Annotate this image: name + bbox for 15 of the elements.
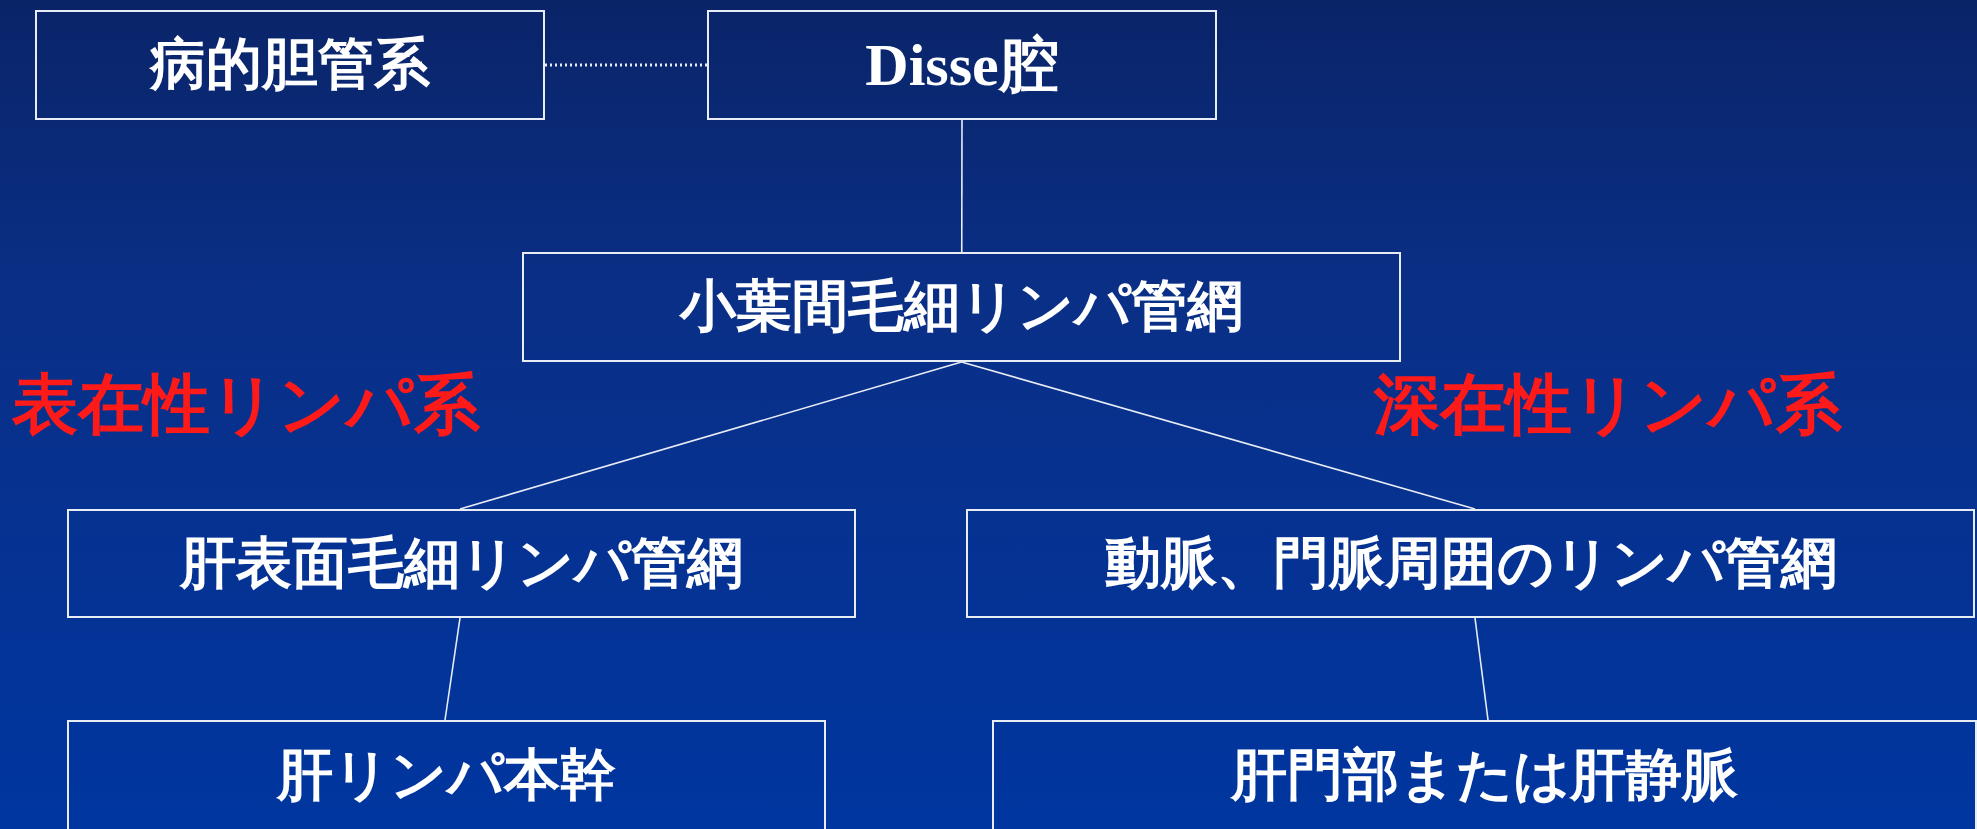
connector-line (545, 63, 707, 67)
text-box: Disse腔 (707, 10, 1217, 120)
system-label: 深在性リンパ系 (1374, 365, 1842, 445)
connector-line (444, 617, 461, 721)
connector-line (459, 361, 963, 510)
text-box: 動脈、門脈周囲のリンパ管網 (966, 509, 1975, 618)
system-label: 表在性リンパ系 (12, 365, 480, 445)
connector-line (960, 361, 1476, 510)
text-box: 肝表面毛細リンパ管網 (67, 509, 856, 618)
text-box: 病的胆管系 (35, 10, 545, 120)
connector-line (960, 119, 963, 253)
text-box: 肝リンパ本幹 (67, 720, 826, 829)
text-box: 肝門部または肝静脈 (992, 720, 1977, 829)
connector-line (1474, 617, 1489, 721)
text-box: 小葉間毛細リンパ管網 (522, 252, 1401, 362)
